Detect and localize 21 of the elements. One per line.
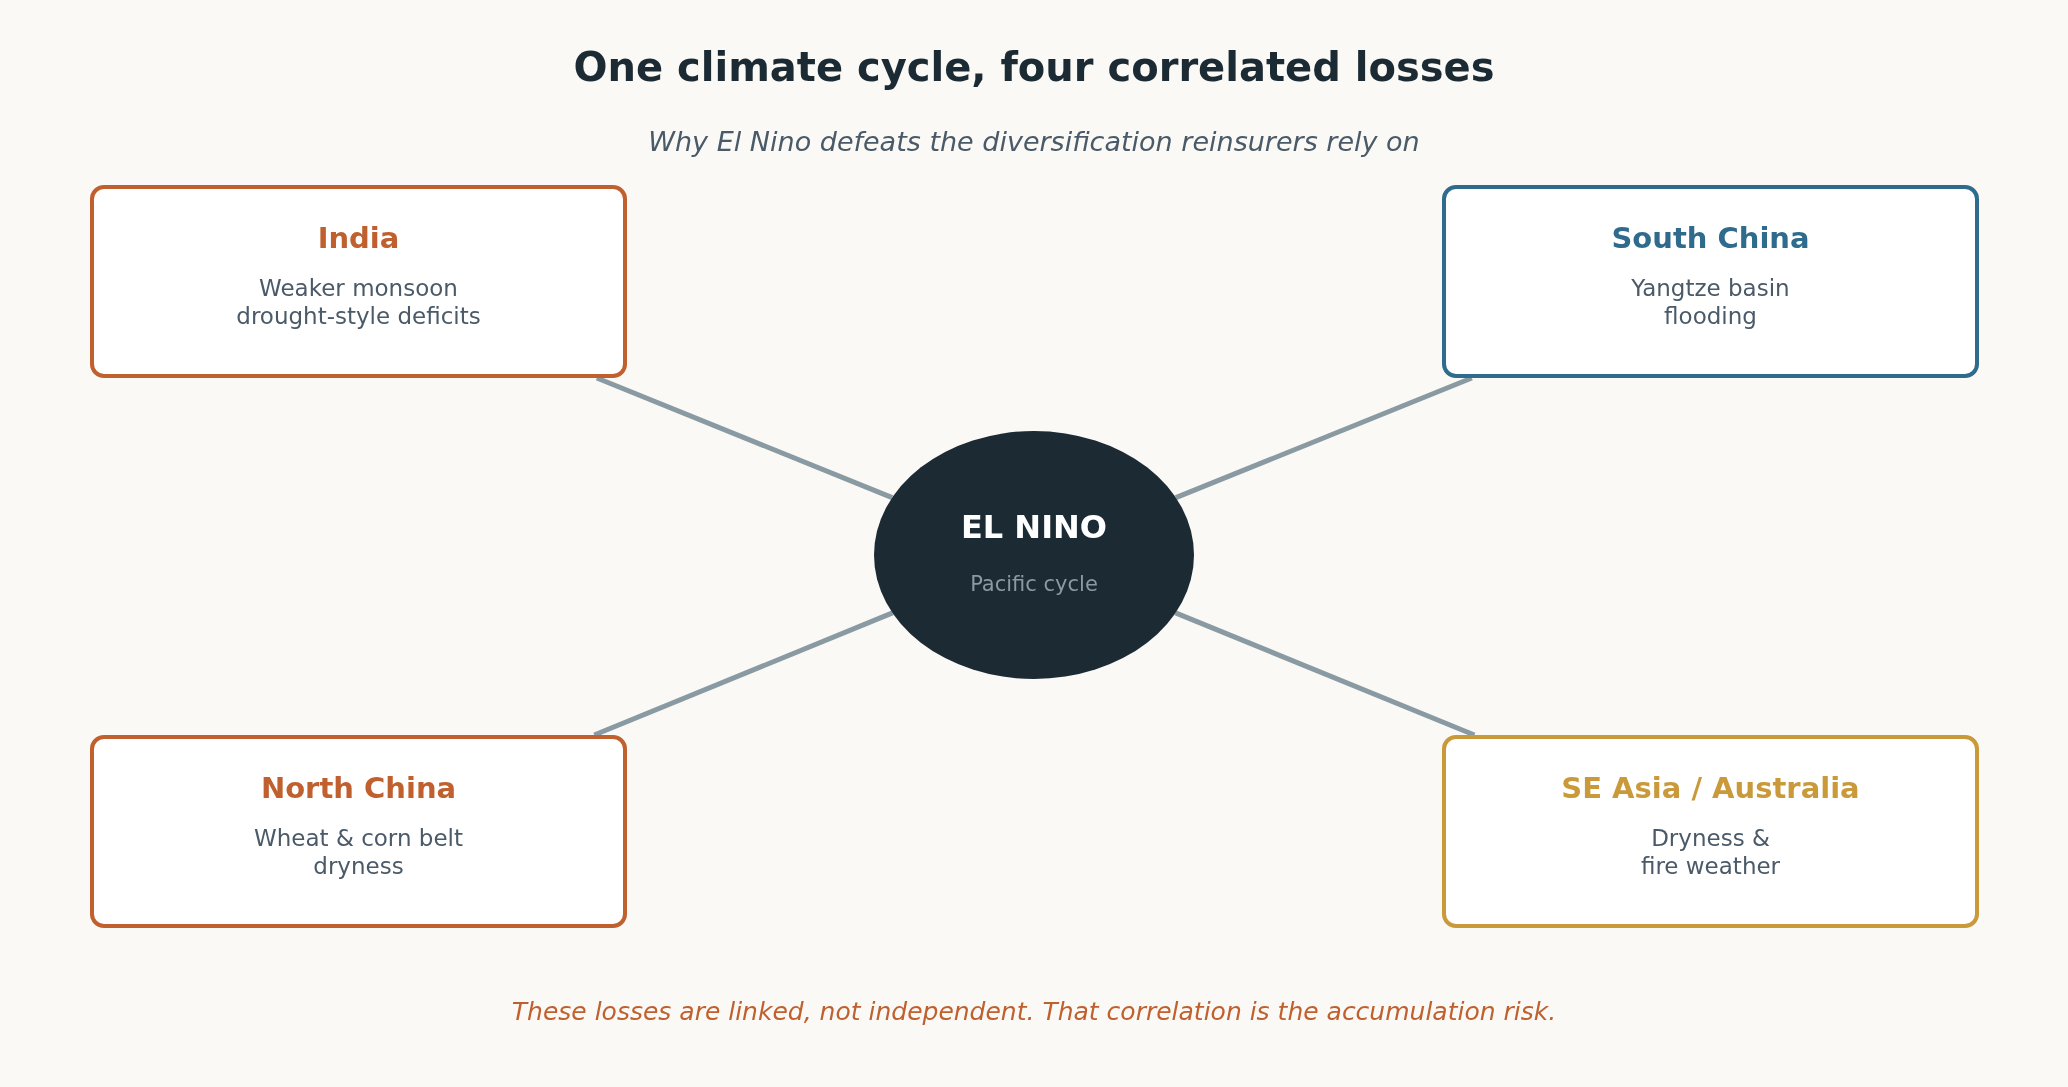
region-heading: SE Asia / Australia <box>1561 771 1860 805</box>
connector-line <box>1174 610 1476 738</box>
subtitle: Why El Nino defeats the diversification reinsurers rely on <box>647 126 1421 157</box>
caption: These losses are linked, not independent. That correlation is the accumulation risk. <box>510 997 1558 1026</box>
region-heading: India <box>317 221 400 255</box>
connector-line <box>593 610 894 738</box>
region-card <box>90 735 627 928</box>
region-description: Dryness & fire weather <box>1639 825 1782 881</box>
region-card <box>1442 185 1979 378</box>
region-description: Yangtze basin flooding <box>1630 275 1791 331</box>
region-description: Wheat & corn belt dryness <box>253 825 464 881</box>
region-description: Weaker monsoon drought-style deficits <box>235 275 482 331</box>
connector-line <box>1174 375 1473 500</box>
region-heading: North China <box>260 771 457 805</box>
region-heading: South China <box>1611 221 1810 255</box>
node-title: EL NINO <box>960 508 1108 546</box>
node-subtitle: Pacific cycle <box>970 572 1098 596</box>
region-card <box>1442 735 1979 928</box>
connector-line <box>595 375 894 500</box>
diagram-title: One climate cycle, four correlated losses <box>572 44 1496 90</box>
region-card <box>90 185 627 378</box>
